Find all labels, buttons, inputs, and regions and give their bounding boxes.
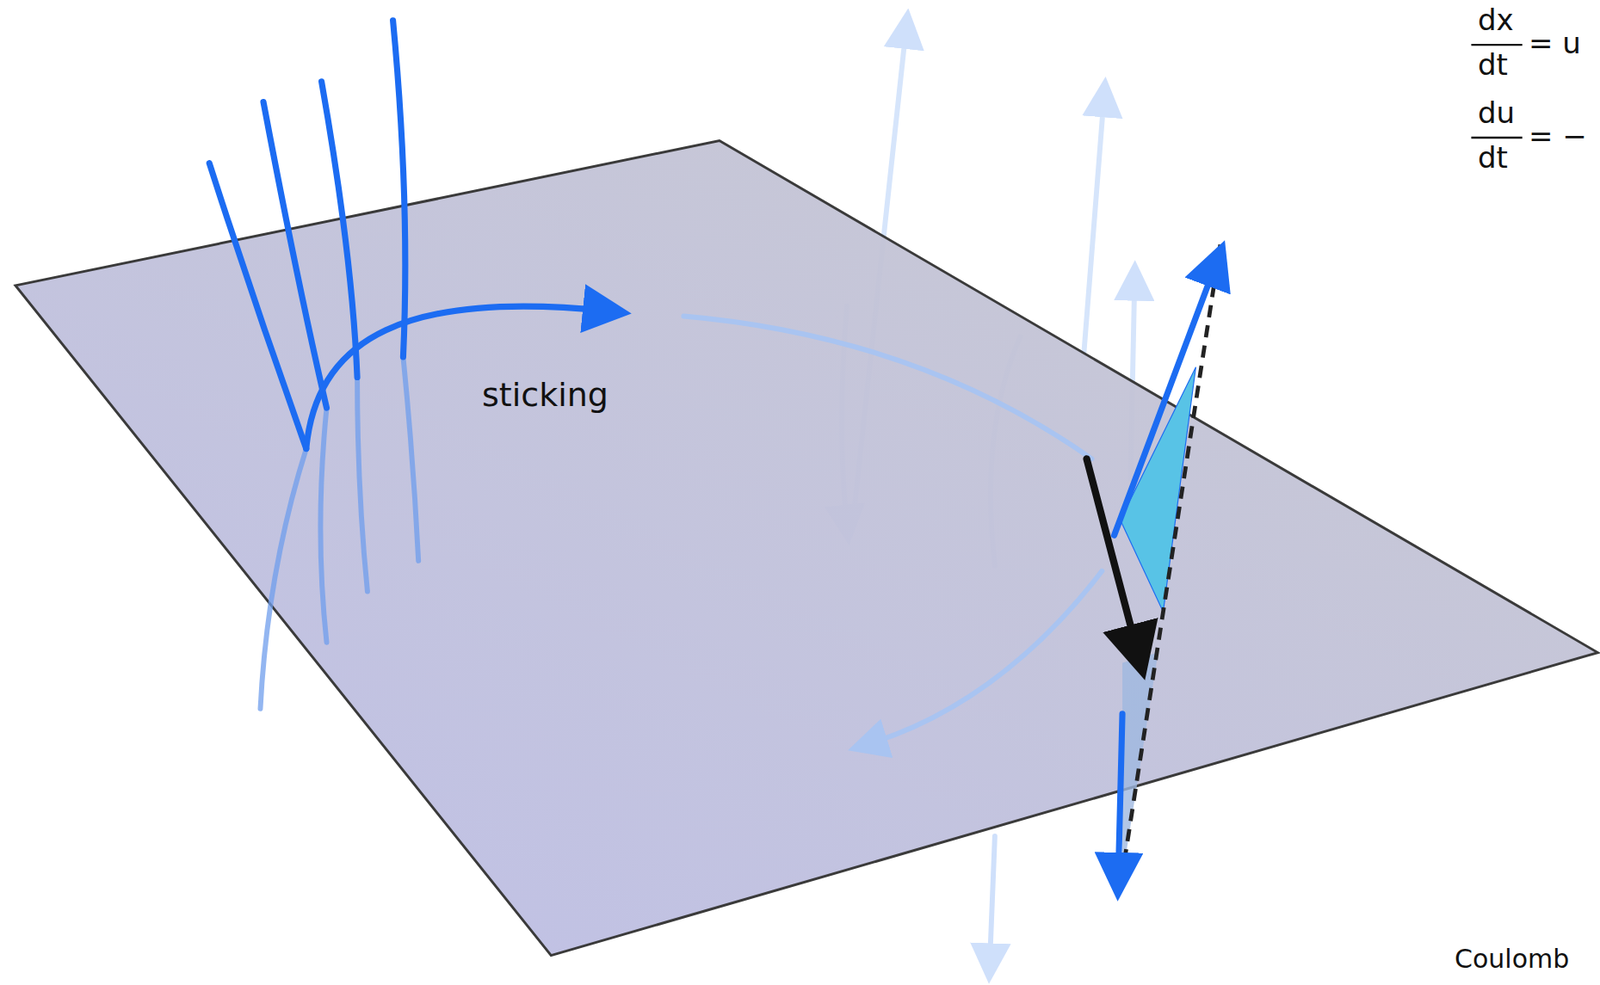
trajectories-below xyxy=(259,357,419,710)
force-arrows xyxy=(1087,263,1217,878)
equation-term: = u xyxy=(1528,28,1582,58)
equation-term: = − xyxy=(1528,121,1588,151)
normal-line xyxy=(1120,244,1221,888)
caption-note: Coulomb xyxy=(1454,946,1570,973)
faded-flow xyxy=(683,315,1102,964)
friction-cone-below xyxy=(1122,653,1158,878)
regime-label: sticking xyxy=(481,378,609,412)
equation-term: dx xyxy=(1477,5,1514,35)
equation-term: dt xyxy=(1477,49,1508,80)
equation-term: du xyxy=(1477,98,1515,128)
switching-surface xyxy=(15,141,1598,957)
fraction-bars xyxy=(1470,44,1522,138)
equation-term: dt xyxy=(1477,142,1508,173)
